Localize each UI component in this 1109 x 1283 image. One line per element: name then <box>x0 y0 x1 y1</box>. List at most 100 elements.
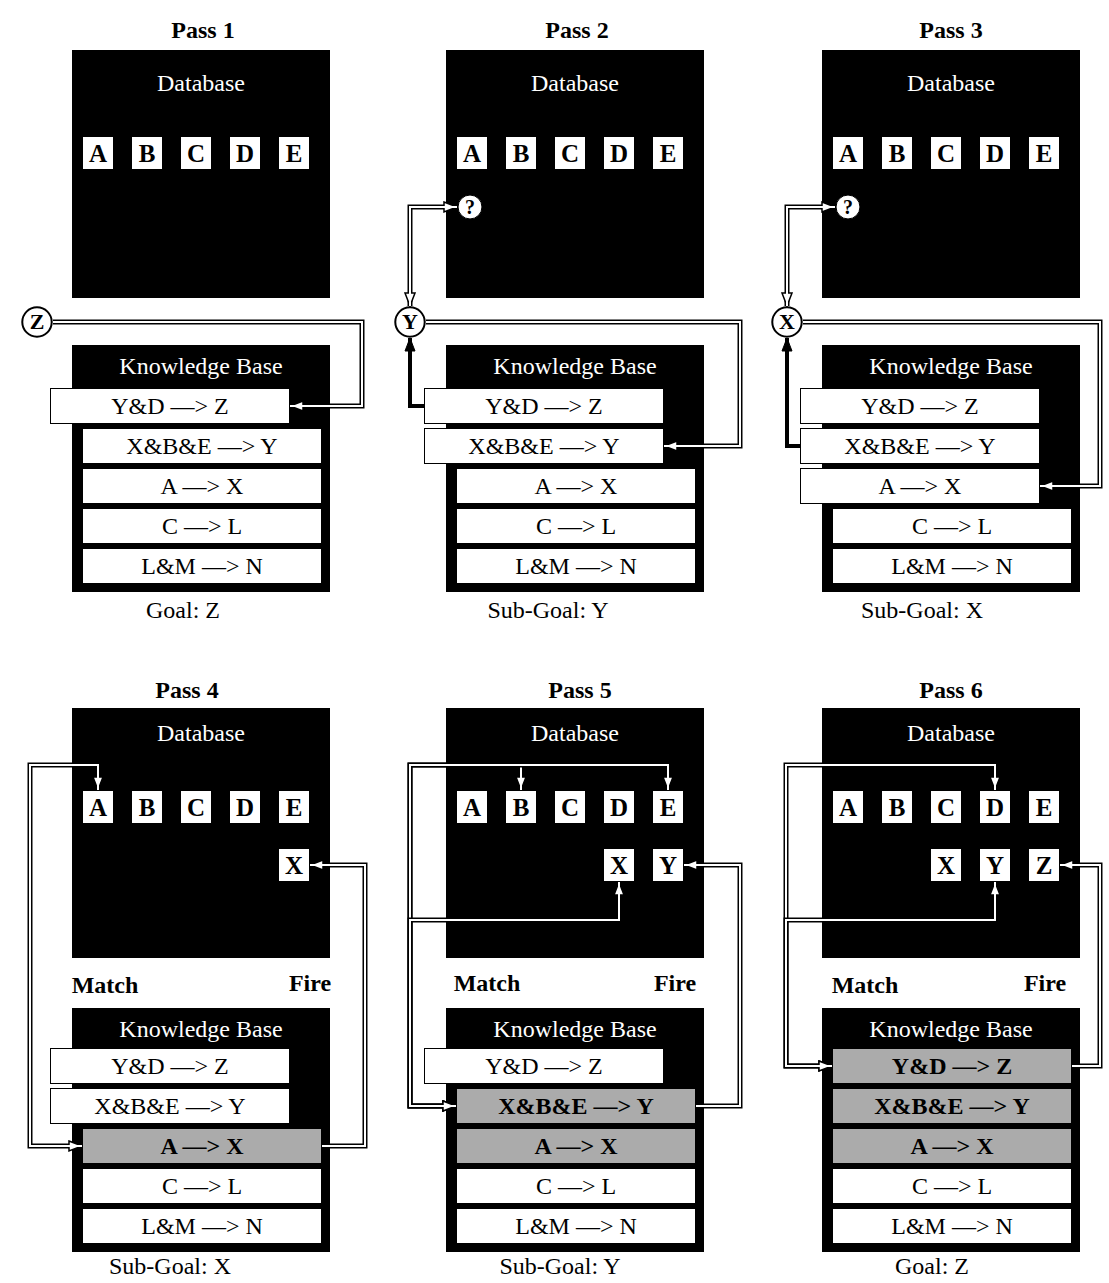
fact-box: D <box>229 790 261 824</box>
fact-box: B <box>131 790 163 824</box>
connector <box>410 765 668 1106</box>
panel-heading: Database <box>822 68 1080 98</box>
label-holder: Pass 1 <box>171 17 234 43</box>
panel-title: Match <box>454 970 521 996</box>
connector-core <box>1060 865 1100 1066</box>
connector-line <box>410 207 457 306</box>
knowledge-base-panel: Knowledge BaseY&D —> ZX&B&E —> YA —> XC … <box>72 345 330 592</box>
panel-heading: Database <box>72 718 330 748</box>
connector-line <box>310 865 365 1146</box>
fact-letter: A <box>839 795 857 820</box>
rule-box: X&B&E —> Y <box>832 1088 1072 1124</box>
connector-core <box>410 207 457 306</box>
connector-core <box>410 765 668 1106</box>
panel-title: Pass 1 <box>171 17 234 43</box>
database-panel: DatabaseABCDEX <box>72 708 330 958</box>
connector-core <box>310 865 365 1146</box>
rule-text: L&M —> N <box>515 1214 637 1238</box>
panel-title: Fire <box>654 970 696 996</box>
circle-shape <box>836 195 860 219</box>
rule-box: A —> X <box>832 1128 1072 1164</box>
fact-letter: C <box>937 141 955 166</box>
fact-letter: Y <box>659 853 677 878</box>
rule-text: L&M —> N <box>891 1214 1013 1238</box>
fact-letter: E <box>660 795 677 820</box>
fact-letter: E <box>660 141 677 166</box>
rule-text: L&M —> N <box>515 554 637 578</box>
panel-ground <box>446 50 704 298</box>
panel-heading: Knowledge Base <box>822 1014 1080 1044</box>
fact-box: E <box>278 136 310 170</box>
rule-box: Y&D —> Z <box>424 1048 664 1084</box>
rule-text: L&M —> N <box>141 1214 263 1238</box>
database-panel: DatabaseABCDE <box>72 50 330 298</box>
panel-heading: Knowledge Base <box>72 1014 330 1044</box>
fact-box: A <box>832 790 864 824</box>
fact-box: D <box>603 136 635 170</box>
rule-text: Y&D —> Z <box>485 1054 603 1078</box>
fact-letter: ? <box>843 197 853 217</box>
panel-title: Pass 5 <box>548 677 611 703</box>
rule-box: C —> L <box>82 508 322 544</box>
panel-ground <box>72 50 330 298</box>
rule-text: Y&D —> Z <box>485 394 603 418</box>
label-holder: Match <box>454 970 521 996</box>
fact-letter: C <box>187 141 205 166</box>
label-holder: Sub-Goal: X <box>861 597 983 623</box>
panel-title: Match <box>832 972 899 998</box>
database-panel: DatabaseABCDEXYZ <box>822 708 1080 958</box>
rule-text: C —> L <box>162 514 242 538</box>
rule-text: A —> X <box>161 474 244 498</box>
connector-core <box>787 207 835 306</box>
rule-text: A —> X <box>534 1134 617 1158</box>
goal-caption: Goal: Z <box>146 597 220 623</box>
label-holder: Pass 3 <box>919 17 982 43</box>
rule-box: A —> X <box>456 468 696 504</box>
fact-box: X <box>930 848 962 882</box>
rule-box: Y&D —> Z <box>424 388 664 424</box>
rule-text: X&B&E —> Y <box>468 434 619 458</box>
label-holder: Sub-Goal: Y <box>499 1253 620 1279</box>
panel-ground <box>72 345 330 592</box>
panel-ground <box>446 1008 704 1252</box>
fact-box: Y <box>979 848 1011 882</box>
fact-letter: E <box>1036 141 1053 166</box>
fact-letter: D <box>236 141 254 166</box>
fact-box: D <box>603 790 635 824</box>
rule-box: Y&D —> Z <box>832 1048 1072 1084</box>
rule-text: C —> L <box>912 1174 992 1198</box>
connector <box>787 338 800 446</box>
panel-title: Pass 4 <box>155 677 218 703</box>
fact-box: B <box>505 136 537 170</box>
rule-box: Y&D —> Z <box>50 1048 290 1084</box>
panel-title: Pass 2 <box>545 17 608 43</box>
rule-box: L&M —> N <box>832 548 1072 584</box>
rule-text: Y&D —> Z <box>861 394 979 418</box>
query-circle: ? <box>457 194 483 220</box>
rule-box: X&B&E —> Y <box>424 428 664 464</box>
rule-text: A —> X <box>160 1134 243 1158</box>
label-holder: Pass 4 <box>155 677 218 703</box>
fact-box: E <box>278 790 310 824</box>
rule-box: C —> L <box>832 1168 1072 1204</box>
fact-box: Z <box>1028 848 1060 882</box>
fact-letter: X <box>285 853 303 878</box>
rule-text: A —> X <box>879 474 962 498</box>
panel-heading: Database <box>446 68 704 98</box>
fact-box: A <box>456 790 488 824</box>
fact-letter: C <box>937 795 955 820</box>
rule-text: C —> L <box>536 514 616 538</box>
panel-title: Pass 6 <box>919 677 982 703</box>
rule-text: A —> X <box>910 1134 993 1158</box>
query-circle: ? <box>835 194 861 220</box>
label-holder: Pass 5 <box>548 677 611 703</box>
label-holder: Fire <box>289 970 331 996</box>
fact-box: C <box>930 790 962 824</box>
connector <box>310 865 365 1146</box>
panel-ground <box>822 50 1080 298</box>
rule-box: X&B&E —> Y <box>456 1088 696 1124</box>
fact-letter: D <box>236 795 254 820</box>
fact-box: A <box>456 136 488 170</box>
rule-box: C —> L <box>832 508 1072 544</box>
